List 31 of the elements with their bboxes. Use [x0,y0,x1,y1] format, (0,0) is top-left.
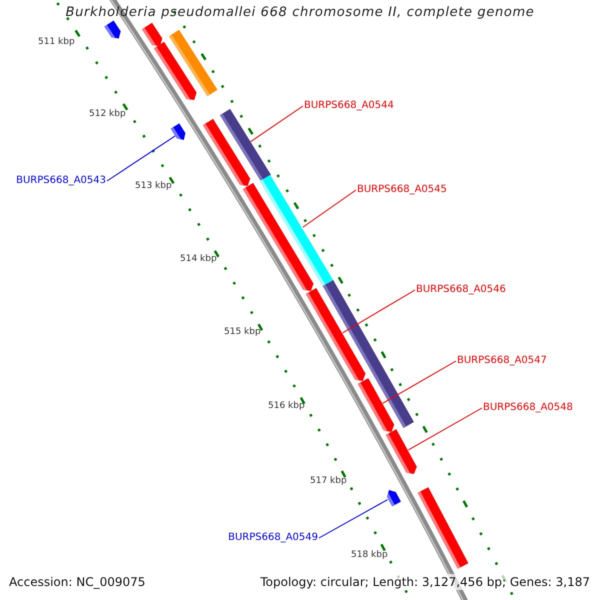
ruler-label: 511 kbp [38,37,75,48]
leader-line [250,106,304,142]
leader-line [302,190,356,228]
accession-text: Accession: NC_009075 [9,574,146,590]
gene-segment [357,378,396,435]
gene-label: BURPS668_A0547 [457,355,547,366]
gene-segment [306,288,368,384]
gene-segment [386,429,420,477]
ruler-label: 518 kbp [351,550,388,561]
leader-line [318,499,388,538]
ruler-label: 512 kbp [89,109,126,120]
gene-label: BURPS668_A0544 [304,100,394,111]
leader-line [106,135,176,182]
gene-segment [417,487,468,569]
leader-line [342,290,416,334]
gene-label: BURPS668_A0545 [357,184,447,195]
gene-segment [104,20,124,42]
diagram-title: Burkholderia pseudomallei 668 chromosome II, complete genome [66,5,534,21]
gene-segment [384,488,401,506]
ruler-label: 516 kbp [268,401,305,412]
gene-label: BURPS668_A0548 [483,402,573,413]
leader-line [382,360,456,404]
ruler-label: 517 kbp [310,476,347,487]
ruler-label: 514 kbp [180,254,217,265]
leader-line [408,408,482,450]
gene-label: BURPS668_A0546 [416,284,506,295]
ruler-label: 515 kbp [224,327,261,338]
gene-label: BURPS668_A0549 [228,532,318,543]
gene-label: BURPS668_A0543 [16,175,106,186]
ruler-label: 513 kbp [135,181,172,192]
gene-segment [171,123,188,143]
